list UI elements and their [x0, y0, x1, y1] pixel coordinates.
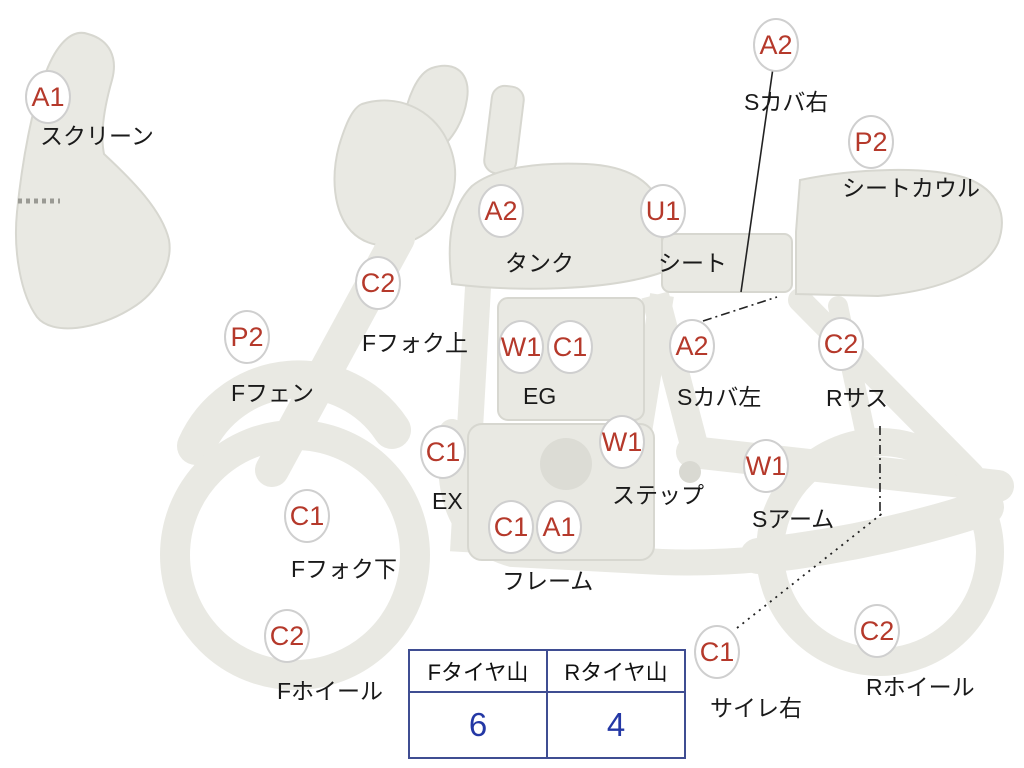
- part-label-engine: EG: [523, 383, 557, 409]
- engine-case-shape: [540, 438, 592, 490]
- grade-badge-exhaust: C1: [420, 425, 466, 479]
- part-label-front-fork-lower: Fフォク下: [291, 556, 398, 582]
- grade-badge-silencer-right: C1: [694, 625, 740, 679]
- front-wheel-shape: [160, 420, 430, 690]
- part-label-step: ステップ: [612, 482, 704, 508]
- part-label-front-wheel: Fホイール: [277, 678, 384, 704]
- grade-badge-frame-1: C1: [488, 500, 534, 554]
- part-label-rear-wheel: Rホイール: [866, 674, 975, 700]
- grade-badge-rear-suspension: C2: [818, 317, 864, 371]
- front-fender-shape: [177, 360, 411, 465]
- part-label-silencer-right: サイレ右: [710, 695, 802, 721]
- tire-table-header-row: Fタイヤ山 Rタイヤ山: [408, 649, 686, 693]
- grade-badge-front-wheel: C2: [264, 609, 310, 663]
- tire-tread-table: Fタイヤ山 Rタイヤ山 6 4: [408, 649, 686, 759]
- part-label-side-cover-right: Sカバ右: [744, 89, 829, 115]
- rear-tire-tread-header: Rタイヤ山: [546, 649, 686, 693]
- grade-badge-frame-2: A1: [536, 500, 582, 554]
- grade-badge-side-cover-right: A2: [753, 18, 799, 72]
- grade-badge-rear-wheel: C2: [854, 604, 900, 658]
- rear-tire-tread-value: 4: [546, 691, 686, 759]
- part-label-rear-suspension: Rサス: [826, 385, 889, 411]
- grade-badge-front-fork-lower: C1: [284, 489, 330, 543]
- grade-badge-engine-2: C1: [547, 320, 593, 374]
- part-label-swing-arm: Sアーム: [752, 506, 835, 532]
- grade-badge-step: W1: [599, 415, 645, 469]
- part-label-frame: フレーム: [502, 568, 594, 594]
- grade-badge-swing-arm: W1: [743, 439, 789, 493]
- part-label-screen: スクリーン: [40, 123, 154, 149]
- step-shape: [679, 461, 701, 483]
- part-label-tank: タンク: [505, 250, 574, 276]
- grade-badge-engine-1: W1: [498, 320, 544, 374]
- grade-badge-seat: U1: [640, 184, 686, 238]
- grade-badge-front-fork-upper: C2: [355, 256, 401, 310]
- side-cover-right-connector-line: [740, 67, 774, 293]
- grade-badge-side-cover-left: A2: [669, 319, 715, 373]
- grade-badge-seat-cowl: P2: [848, 115, 894, 169]
- part-label-front-fork-upper: Fフォク上: [362, 330, 469, 356]
- front-tire-tread-value: 6: [408, 691, 548, 759]
- part-label-seat-cowl: シートカウル: [842, 175, 980, 201]
- headstock-shape: [483, 84, 525, 176]
- grade-badge-tank: A2: [478, 184, 524, 238]
- grade-badge-screen: A1: [25, 70, 71, 124]
- part-label-front-fender: Fフェン: [231, 380, 315, 406]
- part-label-seat: シート: [658, 250, 727, 276]
- grade-badge-front-fender: P2: [224, 310, 270, 364]
- side-cover-right-dashdot-line: [702, 296, 778, 322]
- front-tire-tread-header: Fタイヤ山: [408, 649, 548, 693]
- seat-cowl-shape: [795, 168, 1003, 298]
- tire-table-value-row: 6 4: [408, 691, 686, 759]
- part-label-exhaust: EX: [432, 488, 463, 514]
- muffler-shape: [740, 489, 1004, 574]
- part-label-side-cover-left: Sカバ左: [677, 384, 762, 410]
- seat-shape: [661, 233, 793, 293]
